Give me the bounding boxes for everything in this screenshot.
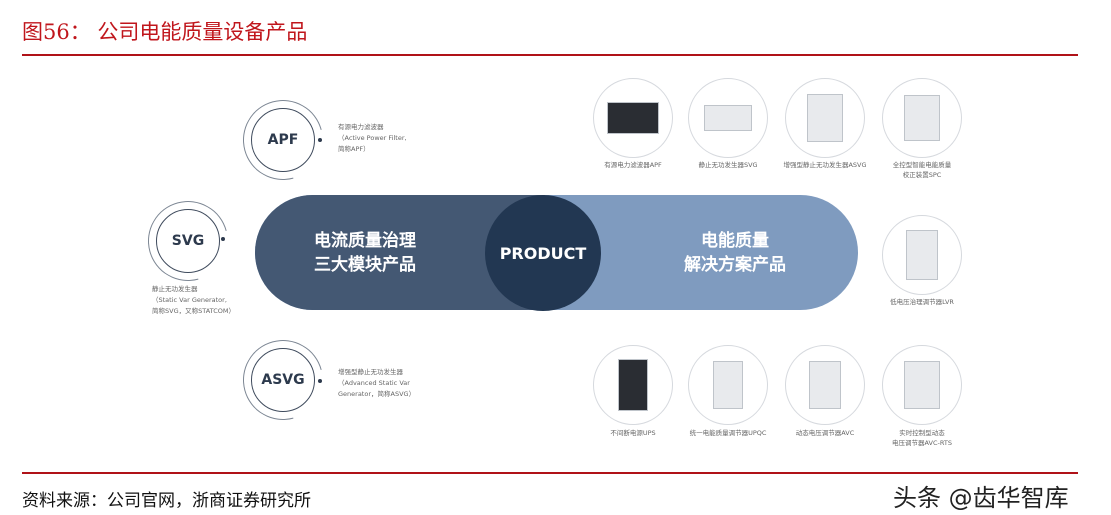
device-illustration bbox=[904, 95, 940, 141]
banner-line: 电能质量 bbox=[701, 231, 769, 251]
desc-line: Generator，简称ASVG） bbox=[338, 390, 416, 398]
banner-center-circle: PRODUCT bbox=[485, 195, 601, 311]
desc-line: 简称APF） bbox=[338, 145, 370, 153]
product-image bbox=[593, 78, 673, 158]
product-label-line: 不间断电源UPS bbox=[610, 429, 656, 437]
watermark: 头条 @齿华智库 bbox=[893, 484, 1069, 512]
module-dot bbox=[221, 237, 225, 241]
banner-left-text: 电流质量治理 三大模块产品 bbox=[300, 229, 430, 277]
device-illustration bbox=[809, 361, 841, 409]
product-image bbox=[882, 345, 962, 425]
banner-line: 三大模块产品 bbox=[314, 255, 416, 275]
device-illustration bbox=[618, 359, 648, 411]
desc-line: （Advanced Static Var bbox=[338, 379, 410, 387]
product-label: 动态电压调节器AVC bbox=[770, 428, 880, 438]
product-label: 有源电力滤波器APF bbox=[578, 160, 688, 170]
product-image bbox=[688, 345, 768, 425]
product-label: 低电压治理调节器LVR bbox=[867, 297, 977, 307]
product-image bbox=[593, 345, 673, 425]
module-apf-desc: 有源电力滤波器 （Active Power Filter, 简称APF） bbox=[338, 122, 407, 155]
figure-title: 图56： 公司电能质量设备产品 bbox=[22, 20, 308, 44]
product-image bbox=[882, 78, 962, 158]
product-label: 统一电能质量调节器UPQC bbox=[673, 428, 783, 438]
product-image bbox=[785, 345, 865, 425]
product-label: 不间断电源UPS bbox=[578, 428, 688, 438]
banner-right-text: 电能质量 解决方案产品 bbox=[670, 229, 800, 277]
product-label-line: 有源电力滤波器APF bbox=[604, 161, 662, 169]
product-label-line: 低电压治理调节器LVR bbox=[890, 298, 954, 306]
device-illustration bbox=[713, 361, 743, 409]
device-illustration bbox=[704, 105, 752, 131]
device-illustration bbox=[904, 361, 940, 409]
product-image bbox=[882, 215, 962, 295]
product-label: 全控型智能电能质量校正装置SPC bbox=[867, 160, 977, 180]
banner-line: 电流质量治理 bbox=[314, 231, 416, 251]
product-label-line: 校正装置SPC bbox=[902, 171, 942, 179]
module-asvg-badge: ASVG bbox=[251, 348, 315, 412]
product-label-line: 增强型静止无功发生器ASVG bbox=[783, 161, 867, 169]
bottom-divider bbox=[22, 472, 1078, 474]
desc-line: （Static Var Generator, bbox=[152, 296, 227, 304]
module-svg-desc: 静止无功发生器 （Static Var Generator, 简称SVG，又称S… bbox=[152, 284, 235, 317]
device-illustration bbox=[807, 94, 843, 142]
product-label: 增强型静止无功发生器ASVG bbox=[770, 160, 880, 170]
product-label: 静止无功发生器SVG bbox=[673, 160, 783, 170]
source-note: 资料来源：公司官网，浙商证券研究所 bbox=[22, 491, 311, 511]
desc-line: 简称SVG，又称STATCOM） bbox=[152, 307, 235, 315]
top-divider bbox=[22, 54, 1078, 56]
module-dot bbox=[318, 138, 322, 142]
product-label-line: 实时控制型动态 bbox=[899, 429, 945, 437]
module-dot bbox=[318, 379, 322, 383]
desc-line: （Active Power Filter, bbox=[338, 134, 407, 142]
desc-line: 增强型静止无功发生器 bbox=[338, 368, 403, 376]
device-illustration bbox=[607, 102, 659, 134]
product-label-line: 全控型智能电能质量 bbox=[892, 161, 952, 169]
desc-line: 静止无功发生器 bbox=[152, 285, 198, 293]
product-label-line: 静止无功发生器SVG bbox=[698, 161, 758, 169]
product-image bbox=[688, 78, 768, 158]
desc-line: 有源电力滤波器 bbox=[338, 123, 384, 131]
module-asvg-desc: 增强型静止无功发生器 （Advanced Static Var Generato… bbox=[338, 367, 415, 400]
product-label-line: 电压调节器AVC-RTS bbox=[891, 439, 952, 447]
product-label-line: 动态电压调节器AVC bbox=[795, 429, 855, 437]
banner-line: 解决方案产品 bbox=[684, 255, 786, 275]
device-illustration bbox=[906, 230, 938, 280]
product-label-line: 统一电能质量调节器UPQC bbox=[689, 429, 767, 437]
module-apf-badge: APF bbox=[251, 108, 315, 172]
product-image bbox=[785, 78, 865, 158]
product-label: 实时控制型动态电压调节器AVC-RTS bbox=[867, 428, 977, 448]
module-svg-badge: SVG bbox=[156, 209, 220, 273]
